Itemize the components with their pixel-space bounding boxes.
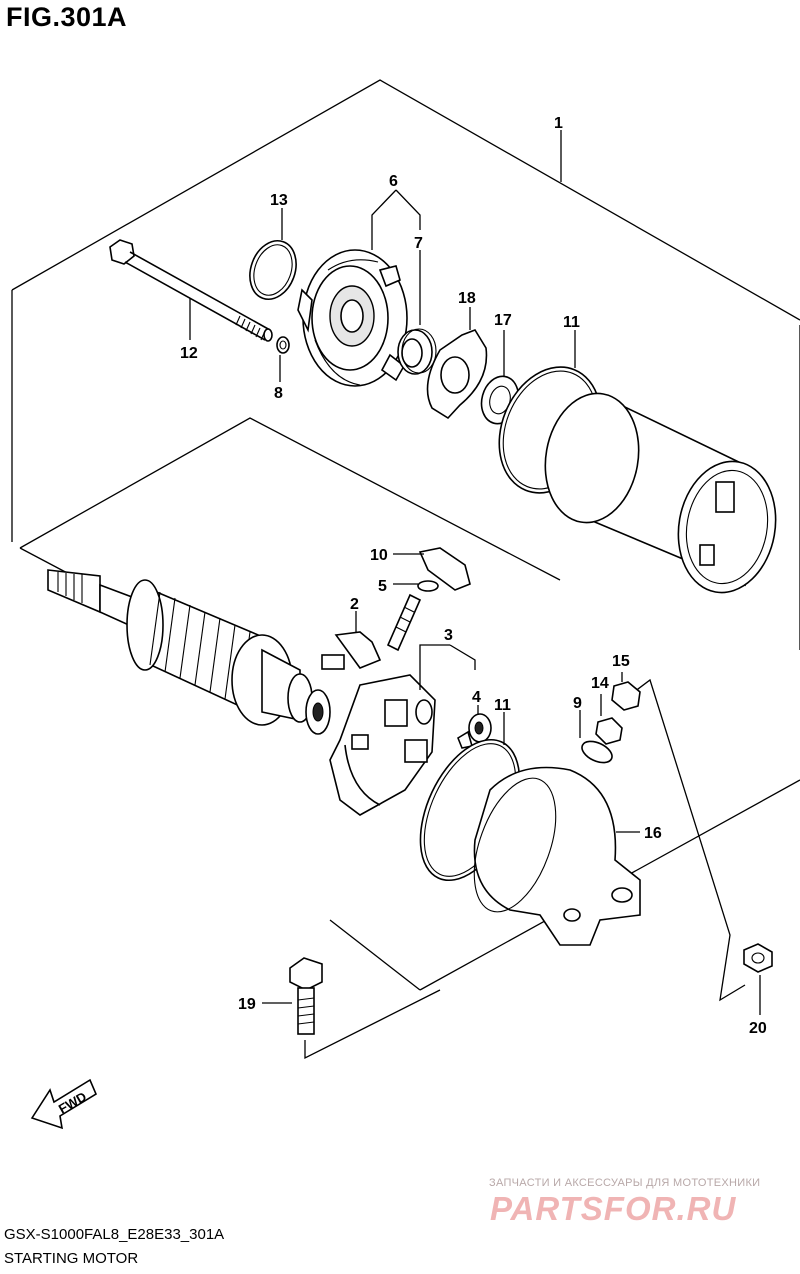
leader-lines: [189, 130, 761, 1015]
callout-19: 19: [238, 996, 256, 1013]
watermark-tagline: ЗАПЧАСТИ И АКСЕССУАРЫ ДЛЯ МОТОТЕХНИКИ: [489, 1177, 761, 1189]
callout-2: 2: [350, 596, 359, 613]
brush-holder: [329, 674, 436, 816]
callout-18: 18: [458, 290, 476, 307]
terminal-washer: [581, 740, 613, 764]
callout-14: 14: [591, 675, 609, 692]
watermark-logo: PARTSFOR.RU: [490, 1190, 737, 1227]
rear-cover: [473, 766, 641, 946]
callout-1: 1: [554, 115, 563, 132]
callout-5: 5: [378, 578, 387, 595]
callout-10: 10: [370, 547, 388, 564]
armature: [47, 569, 331, 735]
callouts: 1 2 3 4 5 6 7 8 9 10 11 11 12 13 14 15 1…: [180, 115, 767, 1037]
brush-lead: [321, 593, 422, 670]
assembly-frame-outer: [11, 79, 800, 321]
callout-12: 12: [180, 345, 198, 362]
callout-3: 3: [444, 627, 453, 644]
callout-11-lower: 11: [494, 697, 511, 714]
diagram-name: STARTING MOTOR: [4, 1250, 139, 1267]
lock-plate: [426, 329, 488, 420]
callout-4: 4: [472, 689, 481, 706]
callout-17: 17: [494, 312, 512, 329]
front-cover: [297, 249, 408, 387]
brush-holder-plate: [418, 547, 471, 591]
callout-6: 6: [389, 173, 398, 190]
o-ring-front: [249, 240, 297, 300]
callout-20: 20: [749, 1020, 767, 1037]
figure-title: FIG.301A: [6, 2, 128, 32]
callout-13: 13: [270, 192, 288, 209]
terminal-nut-14: [595, 717, 623, 745]
mounting-bolt: [289, 957, 323, 1035]
callout-8: 8: [274, 385, 283, 402]
fwd-arrow: FWD: [30, 1078, 98, 1130]
o-ring-small: [417, 580, 439, 592]
terminal-nut-15: [611, 681, 641, 711]
callout-15: 15: [612, 653, 630, 670]
callout-7: 7: [414, 235, 423, 252]
motor-yoke: [544, 392, 777, 594]
callout-11-upper: 11: [563, 314, 580, 331]
front-bearing: [397, 328, 437, 375]
callout-16: 16: [644, 825, 662, 842]
through-bolt: [109, 239, 273, 342]
small-washer: [276, 336, 290, 354]
callout-9: 9: [573, 695, 582, 712]
cover-nut: [743, 943, 773, 973]
diagram-code: GSX-S1000FAL8_E28E33_301A: [4, 1226, 225, 1243]
assembly-frame-inner: [19, 417, 561, 581]
